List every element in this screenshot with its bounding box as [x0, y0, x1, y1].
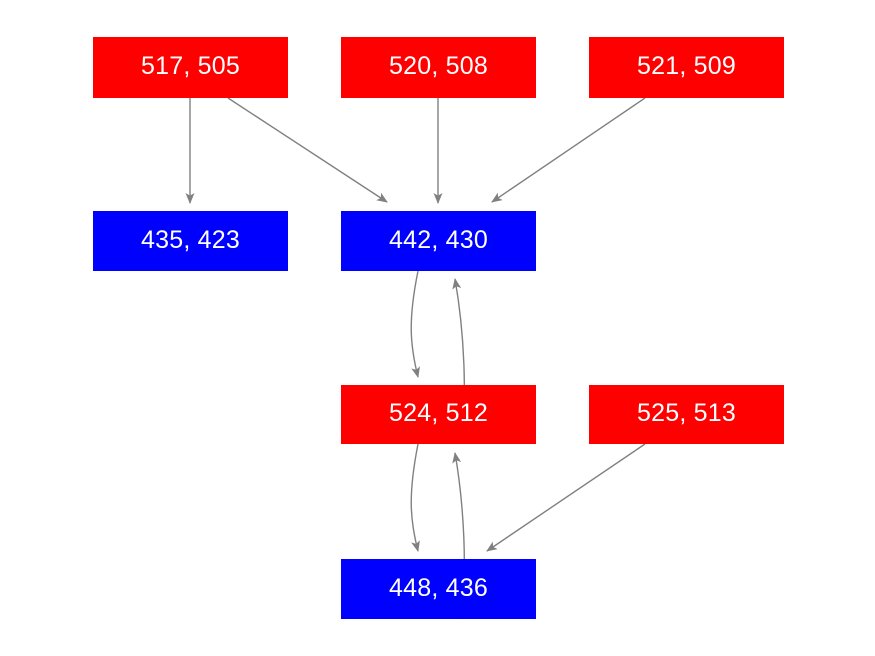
node-517-505[interactable]: 517, 505 — [93, 37, 288, 98]
node-label: 435, 423 — [141, 225, 240, 254]
edge-524-to-448 — [410, 443, 420, 552]
node-525-513[interactable]: 525, 513 — [589, 385, 784, 444]
edge-442-to-524 — [410, 270, 420, 378]
node-448-436[interactable]: 448, 436 — [341, 559, 536, 619]
node-520-508[interactable]: 520, 508 — [341, 37, 536, 98]
node-435-423[interactable]: 435, 423 — [93, 211, 288, 271]
node-label: 520, 508 — [389, 52, 488, 80]
node-521-509[interactable]: 521, 509 — [589, 37, 784, 98]
node-label: 517, 505 — [141, 52, 240, 80]
edge-525-to-448 — [486, 443, 646, 552]
node-label: 442, 430 — [389, 225, 488, 254]
node-label: 525, 513 — [637, 399, 736, 427]
node-524-512[interactable]: 524, 512 — [341, 385, 536, 444]
node-label: 521, 509 — [637, 52, 736, 80]
node-label: 524, 512 — [389, 399, 488, 427]
edge-517-to-442 — [227, 97, 388, 203]
node-label: 448, 436 — [389, 573, 488, 602]
edge-521-to-442 — [491, 97, 646, 203]
node-442-430[interactable]: 442, 430 — [341, 211, 536, 271]
